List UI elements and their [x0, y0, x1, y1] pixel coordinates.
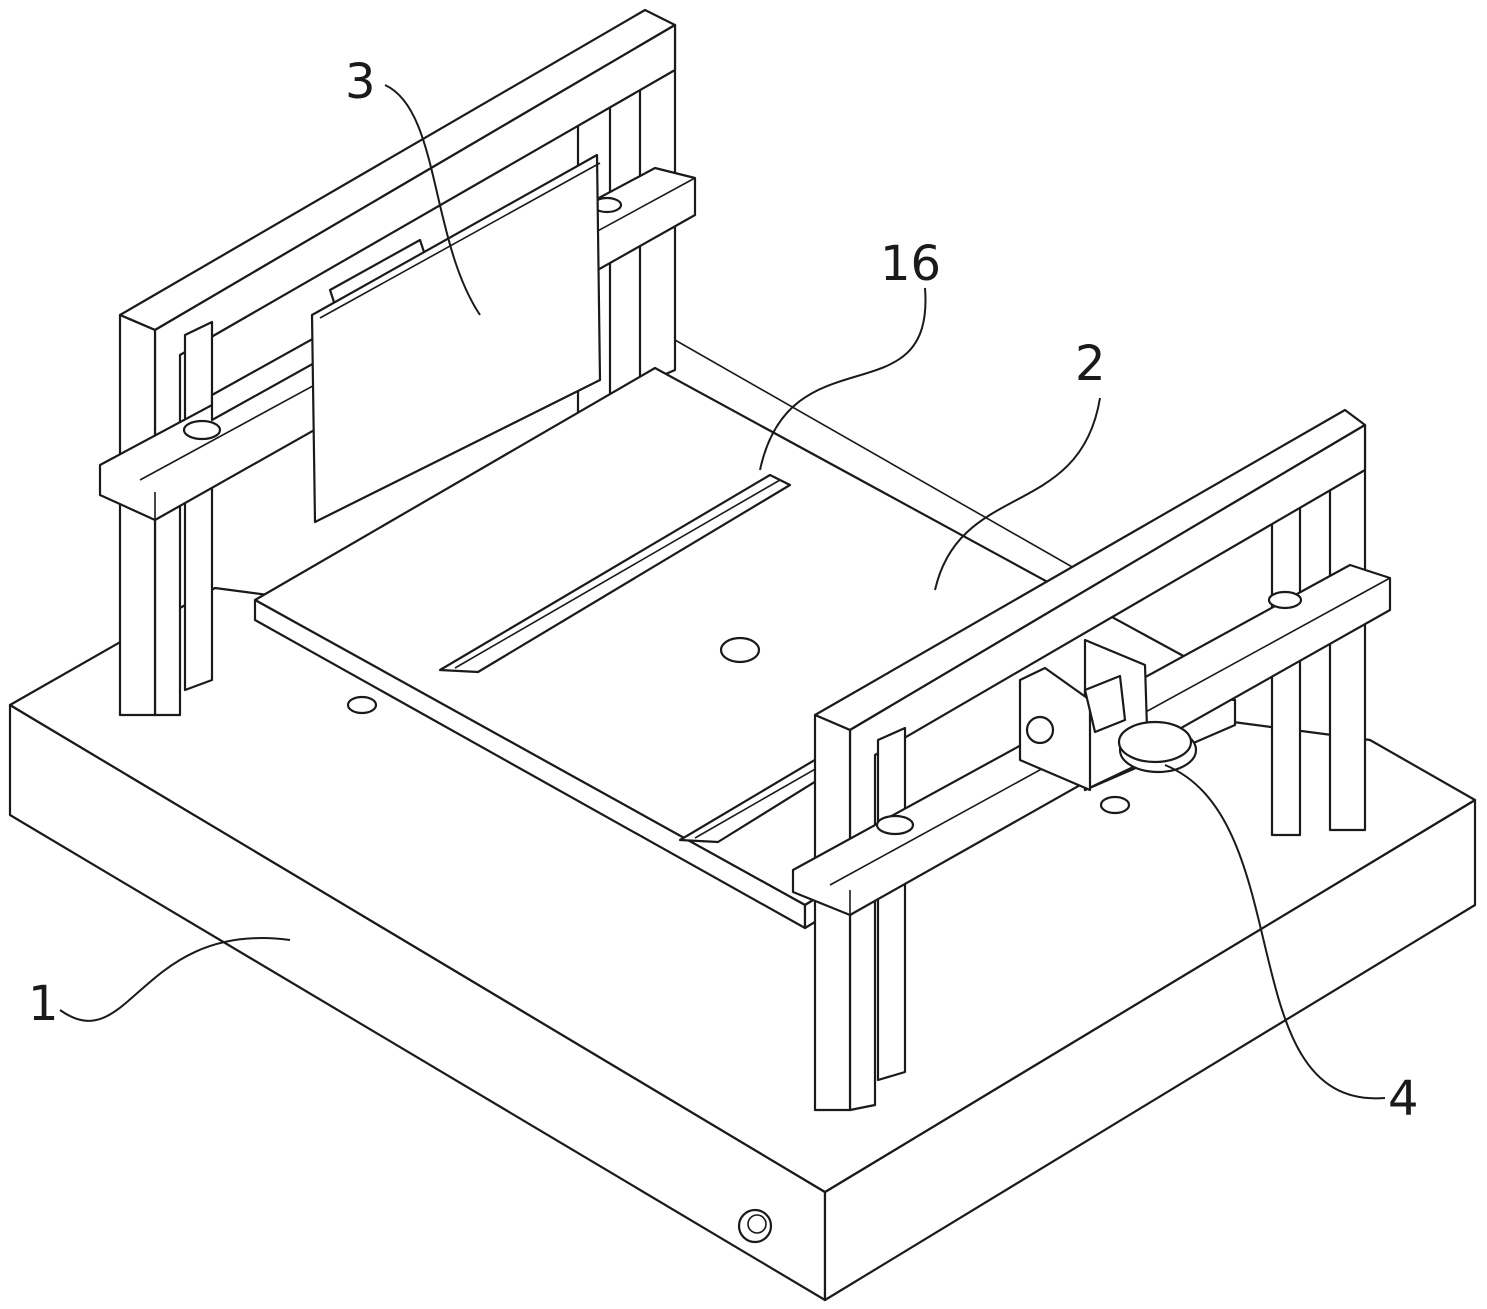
label-platform: 2	[1075, 336, 1106, 392]
panel	[310, 153, 602, 524]
label-panel: 3	[345, 54, 376, 110]
label-rail: 16	[880, 236, 942, 292]
rail	[438, 473, 852, 844]
label-base: 1	[28, 976, 59, 1032]
knob	[1117, 720, 1198, 774]
bolt-icon	[1025, 715, 1055, 745]
label-knob: 4	[1388, 1071, 1419, 1127]
clamp-assembly	[1018, 638, 1198, 792]
base-knob-icon	[737, 1208, 773, 1244]
foot	[346, 695, 1131, 815]
platform-hole	[719, 636, 761, 664]
leader-lines	[59, 84, 1386, 1100]
